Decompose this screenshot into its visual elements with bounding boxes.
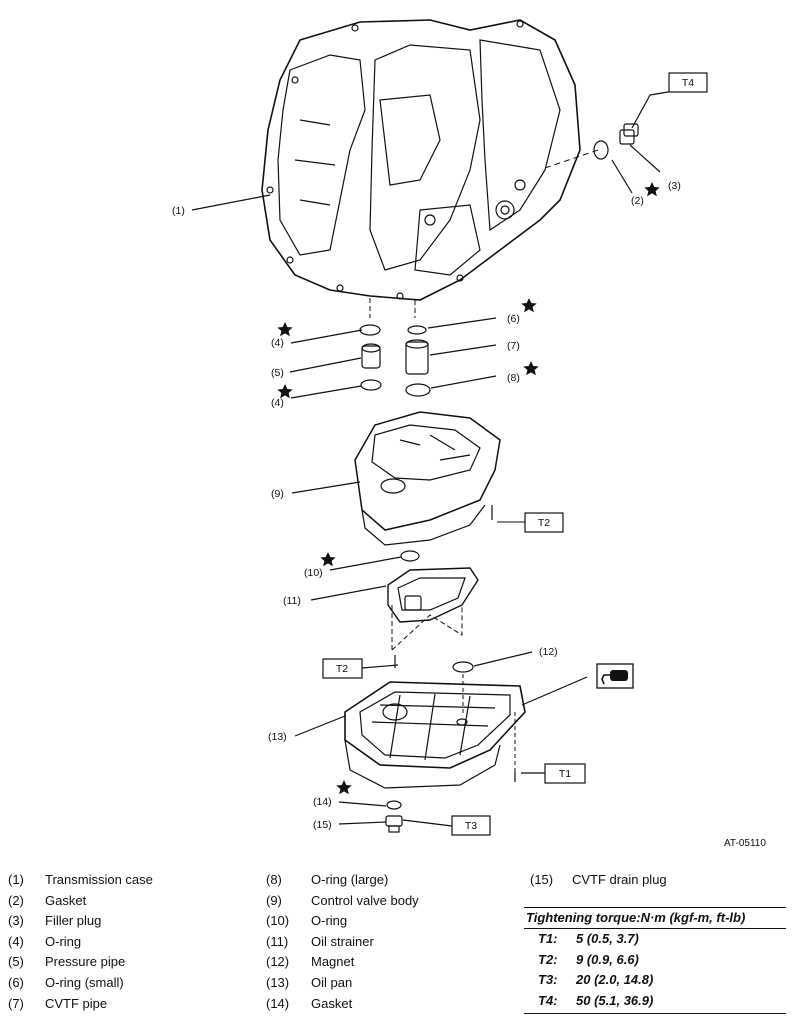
- torque-row-t2: T2:9 (0.9, 6.6): [538, 951, 639, 967]
- legend-item: (3)Filler plug: [8, 913, 102, 929]
- legend-item: (8)O-ring (large): [266, 872, 389, 887]
- legend-item: (10)O-ring: [266, 913, 348, 929]
- svg-text:T4: T4: [682, 77, 694, 89]
- callout-4-lower: (4): [271, 397, 284, 409]
- star-icon: [277, 322, 293, 337]
- legend-item: (9)Control valve body: [266, 892, 419, 908]
- legend-item: (1)Transmission case: [8, 872, 153, 887]
- callout-5: (5): [271, 367, 284, 379]
- torque-tag-t1: T1: [544, 763, 586, 784]
- torque-tag-t2-lower: T2: [322, 658, 363, 679]
- torque-tag-t3: T3: [451, 815, 491, 836]
- legend-item: (15)CVTF drain plug: [530, 872, 667, 887]
- star-icon: [336, 780, 352, 795]
- parts-legend-col-2: (8)O-ring (large) (9)Control valve body …: [266, 870, 419, 1014]
- star-icon: [277, 384, 293, 399]
- torque-table-header: Tightening torque:N·m (kgf-m, ft-lb): [524, 907, 786, 929]
- callout-6: (6): [507, 313, 520, 325]
- legend-item: (13)Oil pan: [266, 974, 353, 990]
- legend-item: (14)Gasket: [266, 995, 353, 1011]
- parts-legend-col-3: (15)CVTF drain plug: [530, 870, 667, 891]
- torque-row-t3: T3:20 (2.0, 14.8): [538, 972, 654, 987]
- callout-7: (7): [507, 340, 520, 352]
- liquid-gasket-icon: [596, 663, 634, 689]
- callout-2: (2): [631, 195, 644, 207]
- callout-10: (10): [304, 567, 323, 579]
- legend-item: (12)Magnet: [266, 954, 355, 970]
- replace-part-stars: [277, 182, 660, 795]
- legend-item: (2)Gasket: [8, 892, 87, 908]
- gasket-ring-2: [593, 140, 609, 160]
- svg-text:T2: T2: [538, 517, 550, 529]
- torque-row-t4: T4:50 (5.1, 36.9): [538, 992, 654, 1008]
- gasket-ring-14: [386, 800, 402, 810]
- parts-legend-col-1: (1)Transmission case (2)Gasket (3)Filler…: [8, 870, 153, 1014]
- legend-item: (11)Oil strainer: [266, 933, 374, 949]
- star-icon: [523, 361, 539, 376]
- callout-14: (14): [313, 796, 332, 808]
- legend-item: (5)Pressure pipe: [8, 954, 126, 970]
- torque-row-t1: T1:5 (0.5, 3.7): [538, 931, 639, 946]
- svg-text:T3: T3: [465, 820, 477, 832]
- callout-9: (9): [271, 488, 284, 500]
- transmission-case-drawing: [261, 19, 581, 301]
- callout-15: (15): [313, 819, 332, 831]
- figure-id: AT-05110: [724, 838, 766, 849]
- oil-pan-drawing: [344, 681, 526, 789]
- o-ring-large-8: [405, 383, 431, 397]
- filler-plug-drawing: [619, 123, 639, 145]
- o-ring-10: [400, 550, 420, 562]
- drain-plug-drawing: [385, 815, 403, 833]
- star-icon: [521, 298, 537, 313]
- star-icon: [320, 552, 336, 567]
- callout-8: (8): [507, 372, 520, 384]
- callout-11: (11): [283, 595, 301, 607]
- callout-3: (3): [668, 180, 681, 192]
- legend-item: (4)O-ring: [8, 933, 82, 949]
- o-ring-4-upper: [359, 324, 381, 336]
- callout-1: (1): [172, 205, 185, 217]
- exploded-parts-diagram: T4 T2 T2 T1 T3 (1) (2) (3) (4) (6) (5) (…: [172, 19, 766, 849]
- legend-item: (6)O-ring (small): [8, 974, 124, 990]
- callout-4-upper: (4): [271, 337, 284, 349]
- pressure-pipe-drawing: [361, 343, 381, 369]
- magnet-drawing: [452, 661, 474, 673]
- legend-item: (7)CVTF pipe: [8, 995, 108, 1011]
- o-ring-4-lower: [360, 379, 382, 391]
- callout-13: (13): [268, 731, 287, 743]
- svg-text:T2: T2: [336, 663, 348, 675]
- svg-text:T1: T1: [559, 768, 571, 780]
- torque-tag-t4: T4: [668, 72, 708, 93]
- torque-tag-t2-upper: T2: [524, 512, 564, 533]
- oil-strainer-drawing: [387, 567, 479, 623]
- callout-12: (12): [539, 646, 558, 658]
- star-icon: [644, 182, 660, 197]
- tightening-torque-table: Tightening torque:N·m (kgf-m, ft-lb) T1:…: [524, 907, 786, 1014]
- control-valve-body-drawing: [354, 411, 501, 546]
- cvtf-pipe-drawing: [405, 339, 429, 375]
- o-ring-small-6: [407, 325, 427, 335]
- torque-table-bottom-rule: [524, 1011, 786, 1014]
